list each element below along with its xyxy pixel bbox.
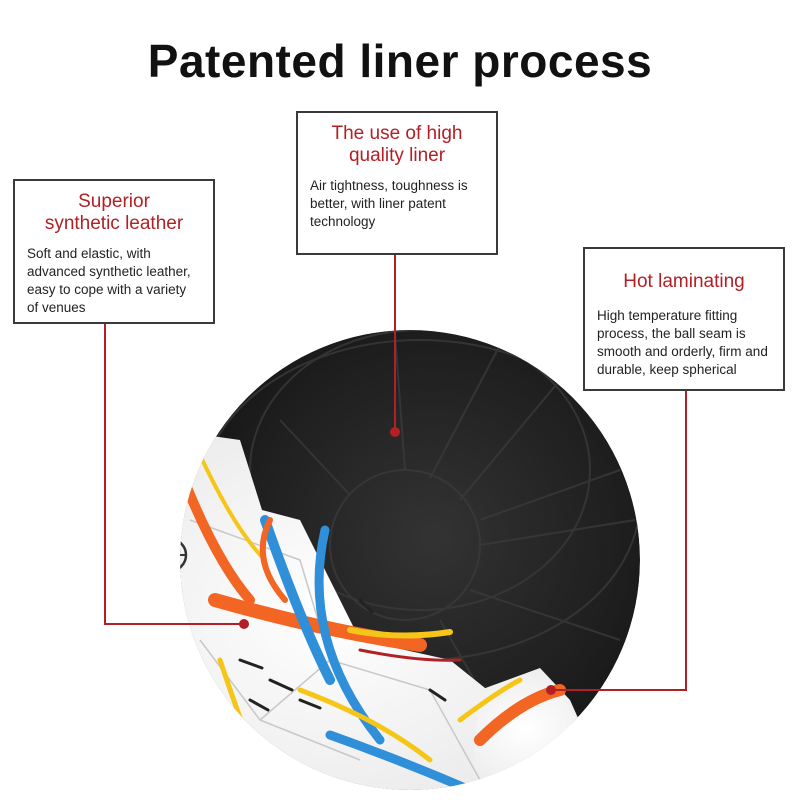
callout-synthetic-leather: Superior synthetic leather Soft and elas… <box>13 179 215 324</box>
callout-heading: The use of high quality liner <box>310 123 484 167</box>
leader-line-laminating <box>551 391 687 691</box>
callout-body: High temperature fitting process, the ba… <box>597 308 768 377</box>
callout-heading-line: Superior <box>78 191 150 212</box>
page-title: Patented liner process <box>147 35 653 87</box>
callout-heading-line: Hot laminating <box>623 271 745 292</box>
callout-body: Soft and elastic, with advanced syntheti… <box>27 246 191 315</box>
callout-heading-line: synthetic leather <box>44 213 184 234</box>
callout-heading: Superior synthetic leather <box>27 191 201 235</box>
callout-hot-laminating: Hot laminating High temperature fitting … <box>583 247 785 391</box>
callout-quality-liner: The use of high quality liner Air tightn… <box>296 111 498 255</box>
leader-line-leather <box>104 324 244 625</box>
marker-dot-liner <box>390 427 400 437</box>
callout-heading-line: quality liner <box>348 145 446 166</box>
callout-heading: Hot laminating <box>597 271 771 293</box>
ball-emblem-icon <box>180 537 188 573</box>
marker-dot-leather <box>239 619 249 629</box>
callout-body: Air tightness, toughness is better, with… <box>310 178 468 229</box>
callout-heading-line: The use of high <box>331 123 463 144</box>
marker-dot-laminating <box>546 685 556 695</box>
leader-lines <box>104 255 687 691</box>
